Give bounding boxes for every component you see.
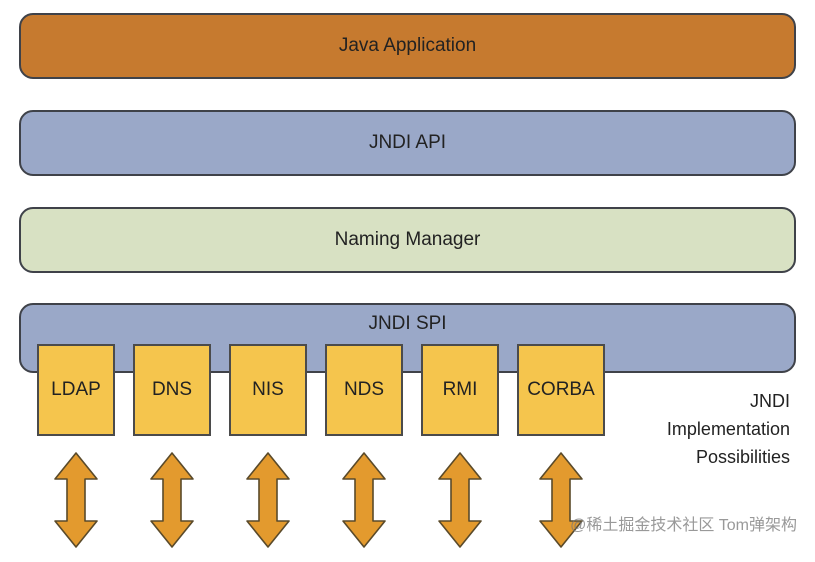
- note-line-1: JNDI: [750, 391, 790, 411]
- double-arrow-icon: [54, 452, 98, 548]
- double-arrow-icon: [150, 452, 194, 548]
- provider-label: NDS: [343, 379, 385, 400]
- double-arrow-icon: [342, 452, 386, 548]
- provider-corba: CORBA: [517, 344, 605, 436]
- naming-manager-layer: Naming Manager: [19, 207, 796, 273]
- jndi-api-layer: JNDI API: [19, 110, 796, 176]
- jndi-spi-label: JNDI SPI: [368, 313, 447, 334]
- java-application-label: Java Application: [338, 35, 477, 56]
- note-line-2: Implementation: [666, 419, 790, 439]
- provider-label: RMI: [442, 379, 478, 400]
- provider-dns: DNS: [133, 344, 211, 436]
- provider-label: NIS: [252, 379, 284, 400]
- provider-nis: NIS: [229, 344, 307, 436]
- double-arrow-icon: [246, 452, 290, 548]
- note-line-3: Possibilities: [695, 447, 790, 467]
- provider-rmi: RMI: [421, 344, 499, 436]
- naming-manager-label: Naming Manager: [334, 229, 481, 250]
- provider-label: DNS: [151, 379, 193, 400]
- provider-ldap: LDAP: [37, 344, 115, 436]
- jndi-api-label: JNDI API: [368, 132, 447, 153]
- watermark-text: @稀土掘金技术社区 Tom弹架构: [570, 517, 797, 534]
- implementation-possibilities-note: JNDI Implementation Possibilities: [590, 387, 790, 471]
- provider-label: CORBA: [527, 379, 595, 400]
- java-application-layer: Java Application: [19, 13, 796, 79]
- watermark: @稀土掘金技术社区 Tom弹架构: [570, 516, 797, 536]
- provider-nds: NDS: [325, 344, 403, 436]
- provider-label: LDAP: [51, 379, 101, 400]
- double-arrow-icon: [438, 452, 482, 548]
